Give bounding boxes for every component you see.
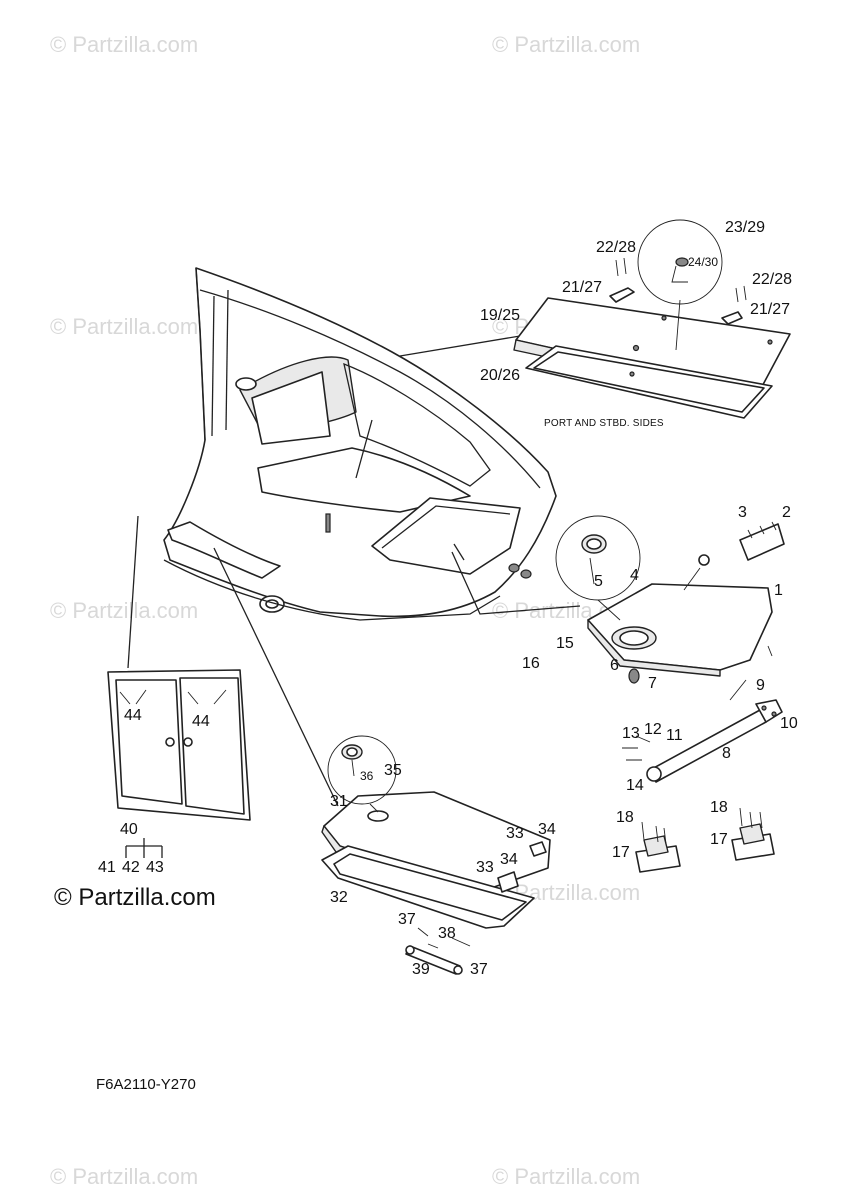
callout-23-29: 23/29 [725,219,766,236]
watermark: © Partzilla.com [50,314,199,339]
latch-right [731,807,775,861]
callout-6: 6 [610,657,619,674]
callout-21-27: 21/27 [750,301,791,318]
callout-17: 17 [710,831,728,848]
glove-box-door [107,669,251,858]
callout-12: 12 [644,721,662,738]
callout-41: 41 [98,859,116,876]
callout-20-26: 20/26 [480,367,521,384]
watermark: © Partzilla.com [50,598,199,623]
callout-34: 34 [538,821,556,838]
callout-4: 4 [630,567,639,584]
hull-deck-assembly [163,267,557,621]
callout-31: 31 [330,793,348,810]
callout-8: 8 [722,745,731,762]
watermark: © Partzilla.com [492,1164,641,1189]
callout-37: 37 [470,961,488,978]
callout-3: 3 [738,504,747,521]
callout-38: 38 [438,925,456,942]
callout-24-30: 24/30 [688,255,719,269]
watermark: © Partzilla.com [50,1164,199,1189]
partzilla-brand-mark: © Partzilla.com [54,884,216,911]
callout-19-25: 19/25 [480,307,521,324]
callout-15: 15 [556,635,574,652]
callout-21-27: 21/27 [562,279,603,296]
callout-40: 40 [120,821,138,838]
callout-44: 44 [124,707,142,724]
callout-16: 16 [522,655,540,672]
callout-1: 1 [774,582,783,599]
callout-33: 33 [476,859,494,876]
callout-14: 14 [626,777,644,794]
callout-5: 5 [594,573,603,590]
diagram-code: F6A2110-Y270 [96,1076,196,1093]
callout-34: 34 [500,851,518,868]
callout-39: 39 [412,961,430,978]
upper-hatch-lid [513,219,791,419]
front-hatch-lid [555,515,785,684]
callout-11: 11 [666,727,683,744]
callout-32: 32 [330,889,348,906]
callout-36: 36 [360,769,374,783]
callout-18: 18 [616,809,634,826]
callout-18: 18 [710,799,728,816]
port-stbd-note: PORT AND STBD. SIDES [544,418,664,429]
callout-37: 37 [398,911,416,928]
callout-22-28: 22/28 [596,239,637,256]
callout-17: 17 [612,844,630,861]
rear-hatch-lid [321,735,551,975]
watermark: © Partzilla.com [492,32,641,57]
callout-44: 44 [192,713,210,730]
latch-left [635,821,681,873]
watermark: © Partzilla.com [50,32,199,57]
callout-22-28: 22/28 [752,271,793,288]
callout-13: 13 [622,725,640,742]
callout-2: 2 [782,504,791,521]
gas-strut [622,679,783,783]
callout-10: 10 [780,715,798,732]
callout-33: 33 [506,825,524,842]
callout-43: 43 [146,859,164,876]
callout-42: 42 [122,859,140,876]
callout-7: 7 [648,675,657,692]
callout-9: 9 [756,677,765,694]
callout-35: 35 [384,762,402,779]
